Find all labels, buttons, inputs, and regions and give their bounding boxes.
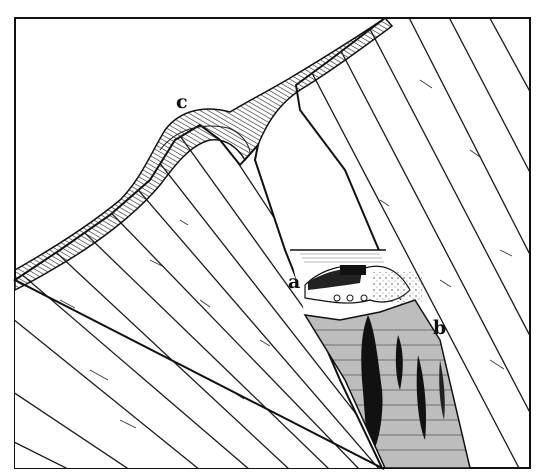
label-c: c xyxy=(176,91,188,113)
label-b: b xyxy=(433,317,446,339)
label-a: a xyxy=(288,271,300,293)
